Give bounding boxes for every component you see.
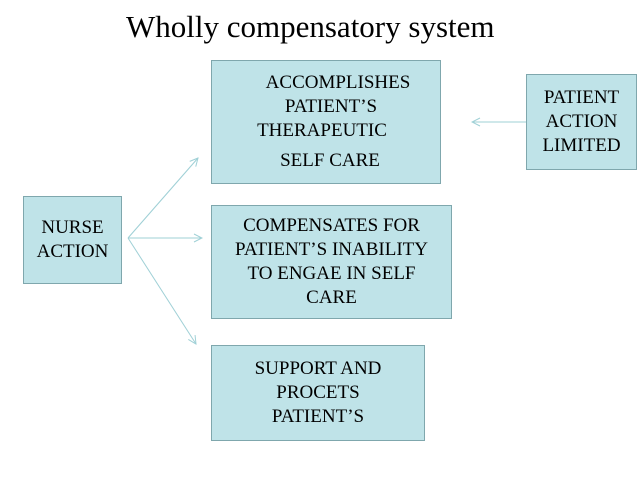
compensates-line: COMPENSATES FOR [243, 215, 420, 236]
page-title: Wholly compensatory system [126, 9, 495, 44]
compensates-line: CARE [306, 287, 357, 308]
compensates-box: COMPENSATES FOR PATIENT’S INABILITY TO E… [211, 205, 452, 319]
patient-action-line: PATIENT [543, 87, 620, 108]
accomplishes-box: ACCOMPLISHES PATIENT’S THERAPEUTIC SELF … [211, 60, 441, 184]
nurse-action-line: NURSE [41, 217, 104, 238]
accomplishes-line: PATIENT’S [284, 96, 378, 117]
nurse-action-box: NURSE ACTION [23, 196, 122, 284]
support-line: PROCETS [276, 382, 360, 403]
patient-action-line: ACTION [545, 111, 618, 132]
accomplishes-line: SELF CARE [280, 150, 380, 171]
support-line: SUPPORT AND [254, 358, 382, 379]
support-box: SUPPORT AND PROCETS PATIENT’S [211, 345, 425, 441]
patient-action-box: PATIENT ACTION LIMITED [526, 74, 637, 170]
arrow-to-support [127, 237, 196, 344]
accomplishes-line: THERAPEUTIC [257, 120, 387, 141]
accomplishes-line: ACCOMPLISHES [265, 72, 411, 93]
patient-action-line: LIMITED [542, 135, 621, 156]
compensates-line: TO ENGAE IN SELF [247, 263, 416, 284]
arrow-to-accomplishes [127, 158, 198, 239]
nurse-action-line: ACTION [36, 241, 109, 262]
support-line: PATIENT’S [271, 406, 365, 427]
compensates-line: PATIENT’S INABILITY [235, 239, 428, 260]
